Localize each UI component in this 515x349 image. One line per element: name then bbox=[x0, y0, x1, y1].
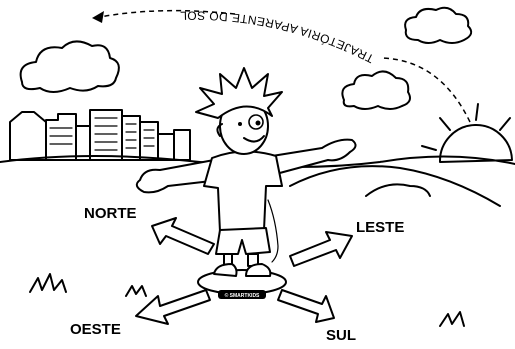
arrow-east-icon bbox=[289, 231, 353, 267]
arrow-north-icon bbox=[151, 217, 215, 255]
sun-icon bbox=[421, 103, 513, 163]
credit-label: © SMARTKIDS bbox=[225, 292, 260, 299]
cloud-icon bbox=[341, 70, 411, 110]
trajectory-label: TRAJETÓRIA APARENTE DO SOL bbox=[180, 9, 377, 66]
boy-icon bbox=[135, 67, 357, 299]
city-skyline-icon bbox=[9, 109, 191, 161]
cloud-icon bbox=[19, 40, 120, 93]
grass-tuft-icon bbox=[125, 285, 147, 297]
grass-tuft-icon bbox=[439, 311, 465, 327]
trajectory-arrowhead-icon bbox=[92, 11, 104, 23]
arrow-west-icon bbox=[135, 289, 211, 325]
grass-tuft-icon bbox=[29, 273, 67, 293]
cloud-icon bbox=[404, 6, 473, 44]
label-east: LESTE bbox=[356, 219, 404, 236]
label-south: SUL bbox=[326, 327, 356, 344]
label-north: NORTE bbox=[84, 205, 137, 222]
label-west: OESTE bbox=[70, 321, 121, 338]
arrow-south-icon bbox=[277, 289, 335, 323]
sun-trajectory bbox=[92, 9, 471, 123]
